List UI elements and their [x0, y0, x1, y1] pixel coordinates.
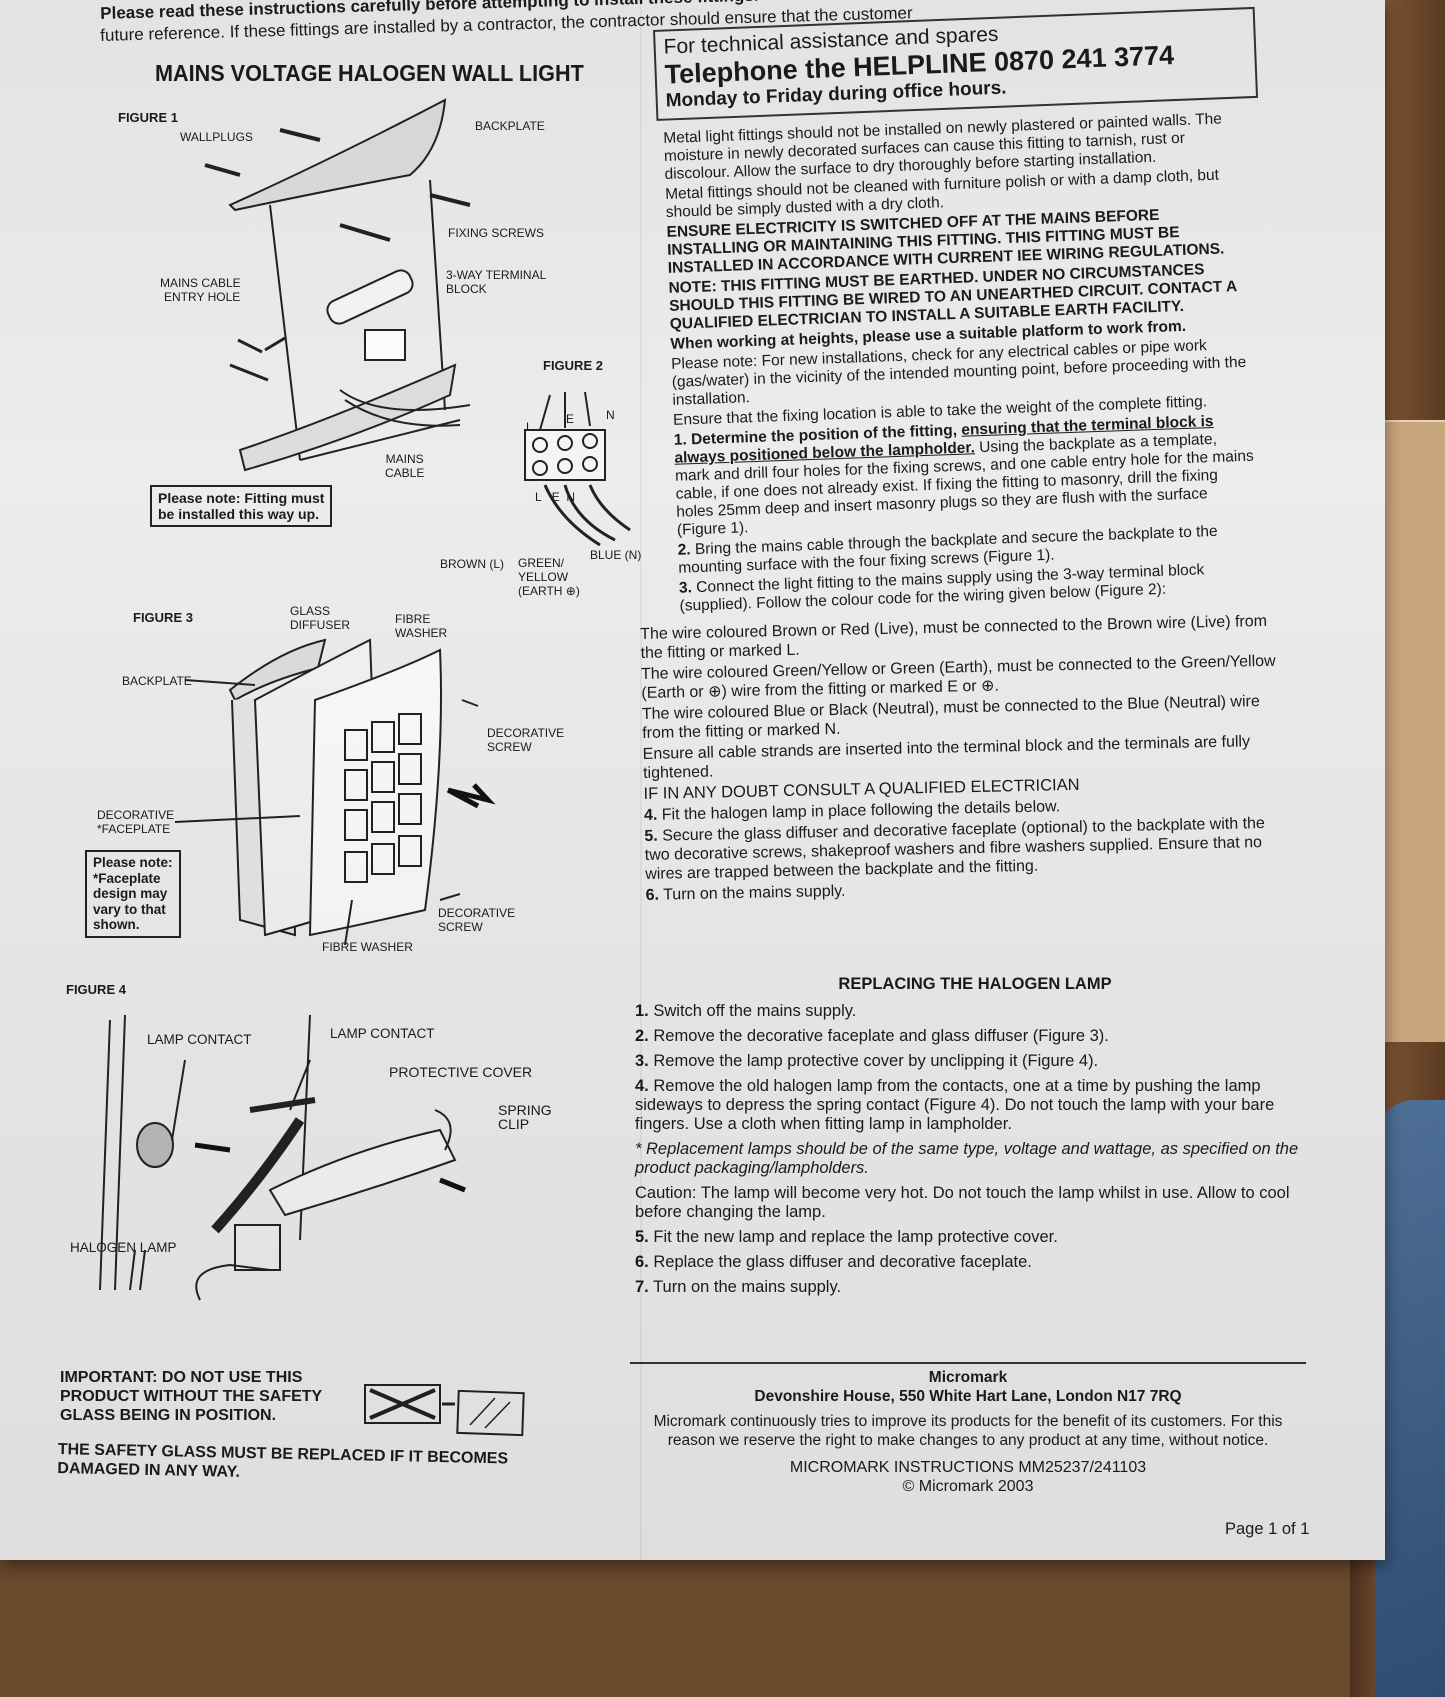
figure-4-drawing [99, 1014, 466, 1301]
glass-diffuser-label: GLASS DIFFUSER [290, 604, 350, 632]
figure-1-drawing [204, 98, 471, 472]
replace-step-5: 5. Fit the new lamp and replace the lamp… [635, 1228, 1058, 1246]
protective-cover-label: PROTECTIVE COVER [389, 1064, 533, 1080]
step-1: 1. Determine the position of the fitting… [673, 412, 1255, 539]
document-title: MAINS VOLTAGE HALOGEN WALL LIGHT [155, 60, 584, 86]
fitting-orientation-note: Please note: Fitting must be installed t… [150, 485, 333, 527]
terminal-e-label: E [566, 412, 575, 426]
page-number: Page 1 of 1 [1225, 1520, 1310, 1538]
spring-clip-label: SPRING CLIP [498, 1102, 552, 1132]
replacing-section: REPLACING THE HALOGEN LAMP 1. Switch off… [635, 975, 1315, 1303]
brown-wire-label: BROWN (L) [440, 557, 504, 571]
replace-step-7: 7. Turn on the mains supply. [635, 1278, 842, 1296]
faceplate-design-note: Please note: *Faceplate design may vary … [85, 850, 181, 938]
wiring-section: The wire coloured Brown or Red (Live), m… [640, 612, 1286, 907]
fold-line [640, 0, 642, 1560]
lamp-contact-left-label: LAMP CONTACT [147, 1032, 252, 1047]
mains-entry-label: MAINS CABLE ENTRY HOLE [160, 276, 241, 304]
blue-wire-label: BLUE (N) [590, 548, 642, 562]
decorative-screw-label-top: DECORATIVE SCREW [487, 726, 565, 754]
wallplugs-label: WALLPLUGS [180, 130, 253, 144]
safety-glass-icon [364, 1384, 525, 1437]
step-5: 5. Secure the glass diffuser and decorat… [644, 814, 1266, 883]
terminal-block-label: 3-WAY TERMINAL BLOCK [446, 268, 547, 296]
halogen-lamp-label: HALOGEN LAMP [70, 1240, 177, 1255]
decorative-faceplate-label: DECORATIVE *FACEPLATE [97, 808, 175, 836]
important-warning: IMPORTANT: DO NOT USE THIS PRODUCT WITHO… [60, 1369, 323, 1424]
replace-step-6: 6. Replace the glass diffuser and decora… [635, 1253, 1032, 1271]
figure-2-drawing [524, 391, 631, 547]
copyright: © Micromark 2003 [902, 1478, 1034, 1495]
fibre-washer-top-label: FIBRE WASHER [395, 612, 448, 640]
figure-1-label: FIGURE 1 [118, 110, 178, 125]
background-fabric [1375, 1100, 1445, 1697]
lamp-contact-right-label: LAMP CONTACT [330, 1026, 435, 1041]
figure-3-backplate-label: BACKPLATE [122, 674, 192, 688]
footer-divider [630, 1362, 1306, 1364]
fixing-screws-label: FIXING SCREWS [448, 226, 545, 240]
figure-2-label: FIGURE 2 [543, 358, 603, 373]
mains-cable-label: MAINS CABLE [385, 452, 425, 480]
instructions-reference: MICROMARK INSTRUCTIONS MM25237/241103 [789, 1459, 1147, 1476]
instruction-sheet: Please read these instructions carefully… [0, 0, 1385, 1560]
replace-step-2: 2. Remove the decorative faceplate and g… [635, 1027, 1109, 1045]
terminal-n-label: N [606, 408, 615, 422]
company-address: Devonshire House, 550 White Hart Lane, L… [754, 1388, 1182, 1405]
caution-hot-lamp: Caution: The lamp will become very hot. … [635, 1184, 1290, 1221]
company-name: Micromark [928, 1369, 1008, 1386]
replace-step-1: 1. Switch off the mains supply. [635, 1002, 857, 1020]
backplate-label: BACKPLATE [475, 119, 545, 133]
warnings-section: Metal light fittings should not be insta… [663, 110, 1260, 618]
figure-3-label: FIGURE 3 [133, 610, 193, 625]
green-wire-label: GREEN/ YELLOW (EARTH ⊕) [518, 556, 580, 598]
company-policy: Micromark continuously tries to improve … [653, 1413, 1283, 1449]
decorative-screw-label-bottom: DECORATIVE SCREW [438, 906, 516, 934]
replacing-title: REPLACING THE HALOGEN LAMP [838, 975, 1112, 993]
terminal-lower-labels: L E N [535, 490, 576, 504]
figure-4-label: FIGURE 4 [66, 982, 126, 997]
terminal-l-label: L [526, 420, 533, 434]
figure-3-drawing [174, 638, 496, 946]
footer: Micromark Devonshire House, 550 White Ha… [630, 1368, 1306, 1496]
replace-step-3: 3. Remove the lamp protective cover by u… [635, 1052, 1099, 1070]
replacement-lamp-note: * Replacement lamps should be of the sam… [635, 1140, 1299, 1177]
safety-glass-warning: THE SAFETY GLASS MUST BE REPLACED IF IT … [57, 1440, 509, 1481]
replace-step-4: 4. Remove the old halogen lamp from the … [635, 1077, 1275, 1133]
